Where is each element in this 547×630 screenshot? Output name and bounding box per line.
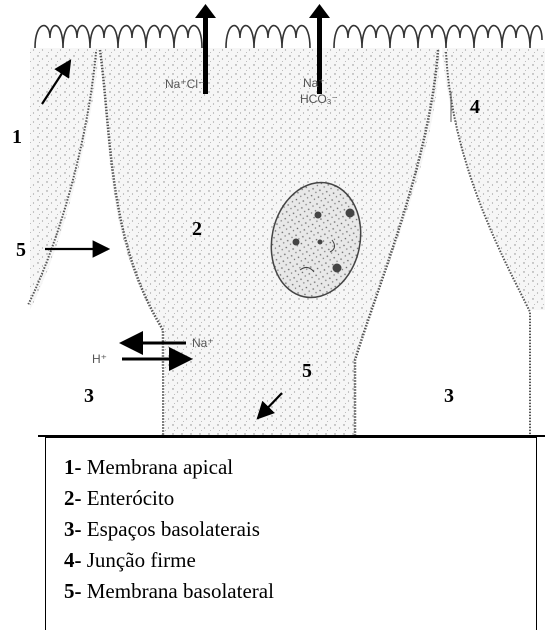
legend-item: 3- Espaços basolaterais (64, 514, 536, 545)
label-basolateral-space-right: 3 (444, 385, 454, 407)
label-basolateral-membrane-left: 5 (16, 239, 26, 261)
label-basolateral-space-left: 3 (84, 385, 94, 407)
label-enterocyte: 2 (192, 218, 202, 240)
legend-item: 2- Enterócito (64, 483, 536, 514)
legend-item: 1- Membrana apical (64, 452, 536, 483)
legend-item: 4- Junção firme (64, 545, 536, 576)
ion-nacl: Na⁺Cl⁻ (165, 77, 204, 91)
right-cell-body (442, 48, 545, 310)
basolateral-space-left-rect (40, 368, 162, 434)
label-tight-junction: 4 (470, 96, 480, 118)
legend-box: 1- Membrana apical 2- Enterócito 3- Espa… (45, 437, 537, 630)
microvilli (35, 26, 542, 48)
ion-hco3: HCO₃⁻ (300, 92, 338, 106)
label-apical-membrane: 1 (12, 126, 22, 148)
label-basolateral-membrane-bottom: 5 (302, 360, 312, 382)
ion-na-right: Na⁺ (303, 76, 325, 90)
ion-exchanger-h: H⁺ (92, 352, 107, 366)
basolateral-space-right-rect (358, 372, 528, 434)
legend-item: 5- Membrana basolateral (64, 576, 536, 607)
ion-exchanger-na: Na⁺ (192, 336, 214, 350)
enterocyte-diagram: Na⁺Cl⁻ Na⁺ HCO₃⁻ Na⁺ H⁺ 1 2 3 3 4 5 5 (0, 0, 547, 440)
